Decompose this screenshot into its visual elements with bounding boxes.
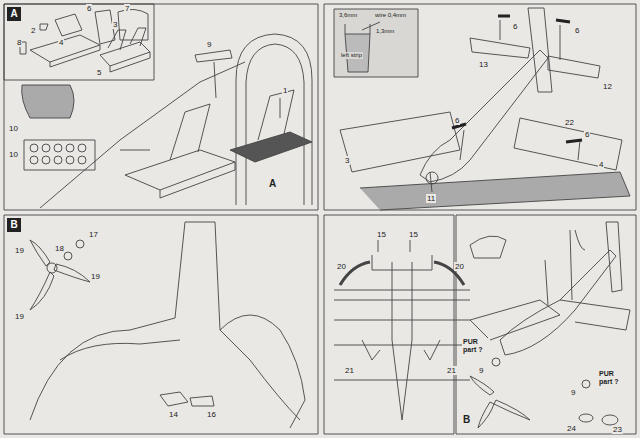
fuselage-halves [30, 222, 305, 428]
callout-number: 6 [574, 26, 580, 35]
callout-number: 4 [598, 160, 604, 169]
inset-frame [334, 9, 418, 77]
callout-number: 16 [206, 410, 217, 419]
callout-number: 21 [344, 366, 355, 375]
callout-number: 6 [454, 116, 460, 125]
callout-number: 15 [408, 230, 419, 239]
dimension: 1,3mm [375, 28, 395, 35]
callout-number: 6 [584, 130, 590, 139]
callout-number: 22 [564, 118, 575, 127]
panel-frame [324, 4, 636, 210]
view-label: A [268, 178, 277, 189]
callout-number: 14 [168, 410, 179, 419]
callout-number: 17 [88, 230, 99, 239]
dimension: wire 0,4mm [374, 12, 407, 19]
callout-number: 24 [566, 424, 577, 433]
callout-number: 9 [206, 40, 212, 49]
callout-number: 2 [30, 26, 36, 35]
cockpit-parts [20, 9, 150, 170]
callout-number: 11 [426, 194, 436, 203]
fuselage-interior [40, 34, 312, 208]
panel-tag: B [7, 218, 21, 232]
callout-number: 5 [96, 68, 102, 77]
view-label: B [462, 414, 471, 425]
callout-number: 3 [344, 156, 350, 165]
callout-number: 21 [446, 366, 457, 375]
callout-number: 3 [112, 20, 118, 29]
note: left strip [340, 52, 363, 59]
callout-number: 1 [282, 86, 288, 95]
callout-number: 23 [612, 425, 623, 434]
callout-number: 20 [454, 262, 465, 271]
callout-number: 19 [14, 312, 25, 321]
callout-number: 10 [8, 150, 19, 159]
inset-frame [4, 4, 154, 80]
panel-frame [456, 215, 636, 434]
final-assembly [470, 222, 630, 428]
callout-number: 15 [376, 230, 387, 239]
panel-frame [4, 215, 318, 434]
panel-frame [4, 4, 318, 210]
propeller [30, 240, 90, 310]
aircraft-assembly [340, 8, 630, 210]
callout-number: 7 [124, 4, 130, 13]
callout-number: 18 [54, 244, 65, 253]
front-view [334, 240, 470, 420]
callout-number: 19 [14, 246, 25, 255]
callout-number: 20 [336, 262, 347, 271]
panel-frame [324, 215, 454, 434]
callout-number: 6 [512, 22, 518, 31]
callout-number: 4 [58, 38, 64, 47]
callout-number: 6 [86, 4, 92, 13]
note: PUR part ? [598, 370, 626, 386]
callout-number: 9 [570, 388, 576, 397]
callout-number: 19 [90, 272, 101, 281]
panel-tag: A [7, 7, 21, 21]
dimension: 3,6mm [338, 12, 358, 19]
note: PUR part ? [462, 338, 490, 354]
callout-number: 13 [478, 60, 489, 69]
callout-number: 9 [478, 366, 484, 375]
callout-number: 8 [16, 38, 22, 47]
callout-number: 10 [8, 124, 19, 133]
callout-number: 12 [602, 82, 613, 91]
